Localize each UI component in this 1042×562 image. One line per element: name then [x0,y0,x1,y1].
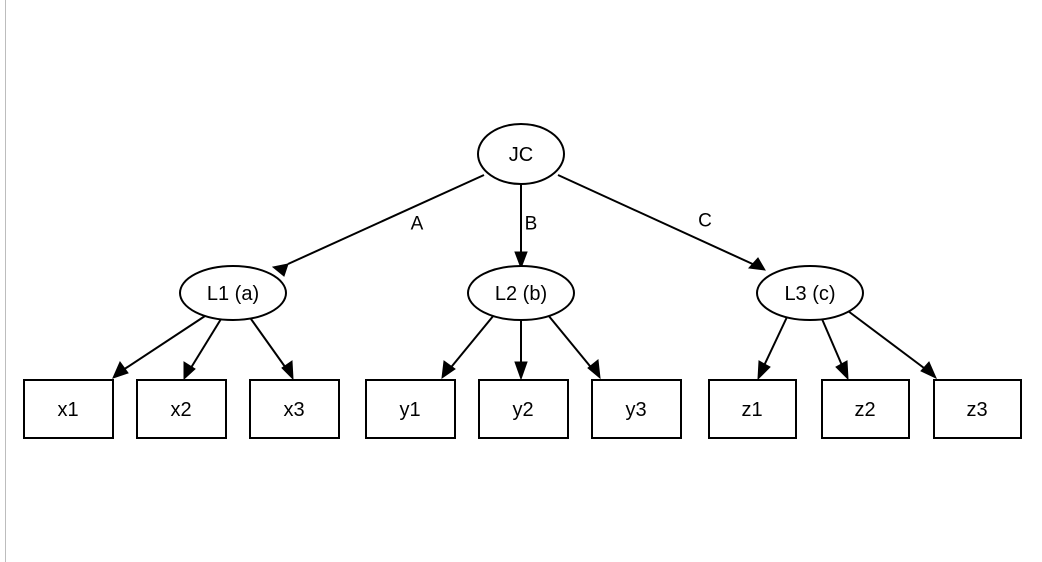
edge-line [188,318,222,372]
node-l2-label: L2 (b) [495,283,547,305]
edge-label-b: B [525,214,538,235]
node-z3-rect [933,379,1022,439]
edge-label-a: A [411,214,424,235]
edge-group-l3 [757,310,937,381]
node-z3[interactable]: z3 [933,379,1022,439]
node-l2-ellipse [467,265,575,321]
node-y1-rect [365,379,456,439]
node-z1[interactable]: z1 [708,379,797,439]
node-x3[interactable]: x3 [249,379,340,439]
edge-line [847,310,929,372]
edge-jc-to-l3[interactable]: C [557,174,766,271]
node-z2-label: z2 [854,399,875,421]
edge-group-l1 [112,315,294,381]
edge-line [557,174,758,267]
arrow-head-icon [835,360,849,381]
node-y2-rect [478,379,569,439]
node-x1-label: x1 [57,399,78,421]
edge-l3-to-z2[interactable] [821,318,849,381]
edge-l1-to-x3[interactable] [250,318,294,381]
arrow-head-icon [514,361,528,381]
arrow-head-icon [183,361,196,381]
edge-line [250,318,289,372]
arrow-head-icon [747,257,766,271]
node-z2-rect [821,379,910,439]
node-l3-ellipse [756,265,864,321]
edge-l2-to-y2[interactable] [514,320,528,381]
node-x1[interactable]: x1 [23,379,114,439]
edge-line [447,314,495,372]
arrow-head-icon [757,360,771,381]
node-x1-rect [23,379,114,439]
edge-jc-to-l1[interactable]: A [271,174,485,277]
edge-l2-to-y3[interactable] [547,314,601,380]
edge-line [821,318,845,371]
arrow-head-icon [920,361,937,380]
edge-line [119,315,206,373]
edge-line [287,174,485,265]
edge-line [547,314,595,372]
edge-l1-to-x2[interactable] [183,318,222,381]
node-z1-rect [708,379,797,439]
node-z3-label: z3 [966,399,987,421]
arrow-head-icon [441,360,456,380]
node-y3[interactable]: y3 [591,379,682,439]
edge-l3-to-z3[interactable] [847,310,937,380]
node-z1-label: z1 [741,399,762,421]
edge-l3-to-z1[interactable] [757,316,788,381]
node-y3-rect [591,379,682,439]
node-jc-label: JC [509,144,533,166]
node-y2-label: y2 [512,399,533,421]
edge-jc-to-l2[interactable]: B [514,184,538,270]
node-y2[interactable]: y2 [478,379,569,439]
edge-l1-to-x1[interactable] [112,315,206,379]
node-x3-label: x3 [283,399,304,421]
edge-line [761,316,788,371]
node-x2-label: x2 [170,399,191,421]
node-x3-rect [249,379,340,439]
arrow-head-icon [281,360,294,381]
arrow-head-icon [112,361,129,379]
edge-group-l2 [441,314,601,381]
edge-group-root: A B C [271,174,766,277]
edge-l2-to-y1[interactable] [441,314,495,380]
node-x2-rect [136,379,227,439]
node-l3[interactable]: L3 (c) [756,265,864,321]
node-jc[interactable]: JC [477,123,565,185]
node-l3-label: L3 (c) [784,283,835,305]
node-z2[interactable]: z2 [821,379,910,439]
node-l1[interactable]: L1 (a) [179,265,287,321]
node-y1-label: y1 [399,399,420,421]
edge-label-c: C [698,211,712,232]
node-jc-ellipse [477,123,565,185]
node-l1-label: L1 (a) [207,283,259,305]
node-l1-ellipse [179,265,287,321]
node-y1[interactable]: y1 [365,379,456,439]
arrow-head-icon [271,263,289,277]
node-y3-label: y3 [625,399,646,421]
arrow-head-icon [587,359,601,380]
node-x2[interactable]: x2 [136,379,227,439]
node-l2[interactable]: L2 (b) [467,265,575,321]
arrow-head-icon [514,251,528,270]
